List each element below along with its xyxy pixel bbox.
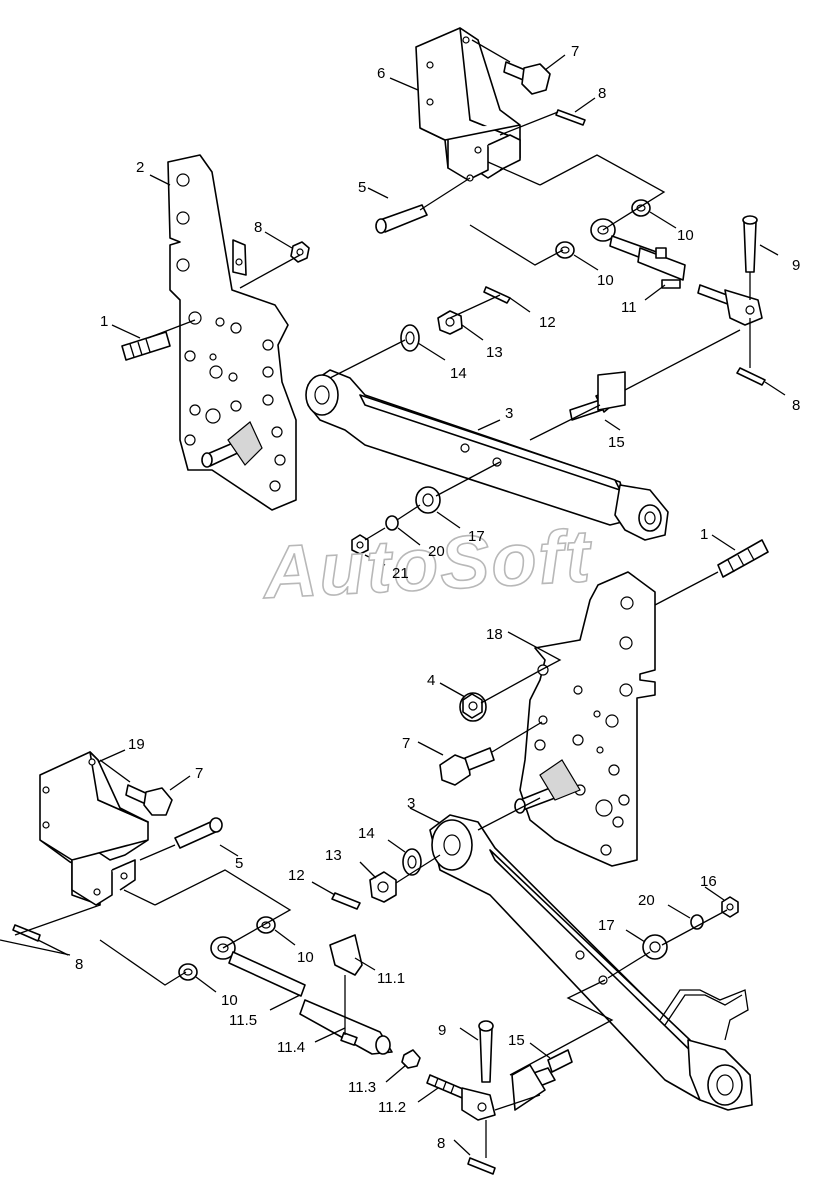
callout-label: 8 bbox=[598, 85, 606, 102]
callout-label: 5 bbox=[358, 179, 366, 196]
bushing-10-top bbox=[555, 199, 651, 259]
cotter-pin-8-right bbox=[736, 367, 766, 386]
left-mounting-plate bbox=[167, 154, 297, 511]
callout-label: 17 bbox=[468, 528, 485, 545]
callout-label: 20 bbox=[638, 892, 655, 909]
callout-label: 16 bbox=[700, 873, 717, 890]
leader-lines-bottom bbox=[0, 534, 736, 1158]
callout-label: 13 bbox=[325, 847, 342, 864]
callout-label: 12 bbox=[288, 867, 305, 884]
stud-1-bottom bbox=[717, 539, 769, 578]
callout-label: 12 bbox=[539, 314, 556, 331]
bolt-15-bottom bbox=[511, 1049, 573, 1111]
callout-label: 14 bbox=[450, 365, 467, 382]
callout-label: 3 bbox=[407, 795, 415, 812]
callout-label: 1 bbox=[700, 526, 708, 543]
nut-11-3 bbox=[401, 1049, 421, 1069]
pin-9-bottom bbox=[478, 1020, 494, 1083]
callout-label: 17 bbox=[598, 917, 615, 934]
callout-label: 10 bbox=[221, 992, 238, 1009]
callout-label: 14 bbox=[358, 825, 375, 842]
tube-11-5 bbox=[228, 951, 306, 997]
washer-20-top bbox=[385, 515, 399, 531]
callout-label: 7 bbox=[195, 765, 203, 782]
bolt-15-top bbox=[569, 371, 626, 421]
callout-label: 8 bbox=[437, 1135, 445, 1152]
washer-17-top bbox=[415, 486, 441, 514]
watermark: AutoSoft bbox=[259, 514, 595, 614]
callout-label: 9 bbox=[438, 1022, 446, 1039]
callout-label: 4 bbox=[427, 672, 435, 689]
cotter-pin-12-top bbox=[483, 286, 511, 304]
callout-label: 15 bbox=[608, 434, 625, 451]
callout-label: 3 bbox=[505, 405, 513, 422]
callout-label: 21 bbox=[392, 565, 409, 582]
callout-label: 11 bbox=[621, 299, 637, 316]
callout-label: 1 bbox=[100, 313, 108, 330]
pin-5-top bbox=[375, 204, 428, 234]
callout-label: 5 bbox=[235, 855, 243, 872]
callout-label: 8 bbox=[75, 956, 83, 973]
cotter-pin-12-bottom bbox=[331, 892, 361, 910]
callout-label: 19 bbox=[128, 736, 145, 753]
stud-1-top bbox=[121, 331, 171, 361]
right-mounting-plate bbox=[514, 571, 656, 867]
callout-label: 11.2 bbox=[378, 1099, 406, 1116]
top-bracket bbox=[415, 27, 521, 182]
nut-21 bbox=[351, 534, 369, 555]
bushing-10-bottom bbox=[178, 916, 276, 981]
cotter-pin-8-left bbox=[12, 924, 41, 942]
callout-label: 7 bbox=[571, 43, 579, 60]
callout-label: 11.4 bbox=[277, 1039, 305, 1056]
bolt-7-bottom bbox=[125, 784, 173, 816]
callout-label: 2 bbox=[136, 159, 144, 176]
bottom-bracket bbox=[39, 751, 149, 906]
callout-label: 18 bbox=[486, 626, 503, 643]
nut-13-top bbox=[437, 310, 463, 335]
callout-label: 10 bbox=[677, 227, 694, 244]
nut-13-bottom bbox=[369, 871, 397, 903]
bolt-7-top bbox=[503, 61, 551, 95]
cotter-pin-8-top bbox=[555, 109, 586, 126]
washer-17-bottom bbox=[642, 934, 668, 960]
callout-label: 20 bbox=[428, 543, 445, 560]
callout-label: 6 bbox=[377, 65, 385, 82]
callout-label: 8 bbox=[792, 397, 800, 414]
callout-label: 11.5 bbox=[229, 1012, 257, 1029]
callout-label: 15 bbox=[508, 1032, 525, 1049]
lower-link-arm-3-top bbox=[305, 369, 669, 541]
pin-5-bottom bbox=[174, 817, 223, 849]
leader-lines-top bbox=[111, 39, 786, 566]
bolt-7-middle bbox=[439, 747, 495, 786]
lower-link-arm-3-bottom bbox=[429, 814, 753, 1111]
nut-16 bbox=[721, 896, 739, 918]
clamp-11-1 bbox=[329, 934, 363, 976]
callout-label: 9 bbox=[792, 257, 800, 274]
washer-14-top bbox=[400, 324, 420, 352]
pin-9-top bbox=[742, 215, 758, 273]
callout-label: 10 bbox=[597, 272, 614, 289]
callout-label: 13 bbox=[486, 344, 503, 361]
callout-label: 11.3 bbox=[348, 1079, 376, 1096]
nut-4-bottom bbox=[459, 692, 487, 722]
washer-20-bottom bbox=[690, 914, 704, 930]
cotter-pin-8-bottom bbox=[467, 1157, 496, 1175]
top-link-11 bbox=[590, 218, 763, 326]
callout-label: 11.1 bbox=[377, 970, 405, 987]
callout-labels: 2 8 1 6 7 8 5 10 10 11 9 8 12 13 14 3 15… bbox=[75, 43, 800, 1152]
callout-label: 10 bbox=[297, 949, 314, 966]
callout-label: 8 bbox=[254, 219, 262, 236]
washer-14-bottom bbox=[402, 848, 422, 876]
top-link-bottom bbox=[210, 934, 496, 1121]
callout-label: 7 bbox=[402, 735, 410, 752]
